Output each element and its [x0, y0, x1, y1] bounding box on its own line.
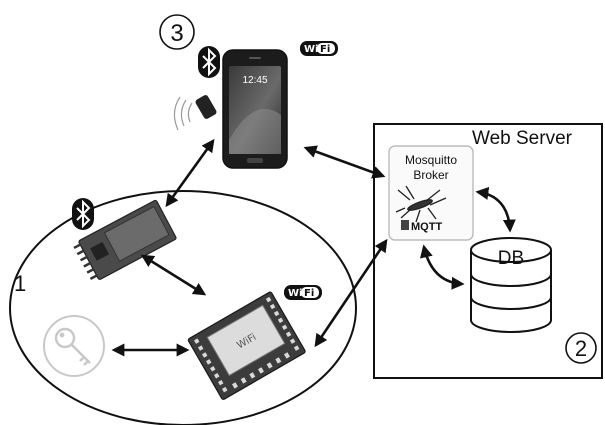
phone-marker-label: 3	[170, 20, 183, 47]
mosquito-icon	[395, 185, 447, 223]
smartphone: 12:45	[222, 49, 288, 169]
web-server-label: Web Server	[472, 128, 573, 149]
mqtt-logo-text: MQTT	[411, 221, 442, 233]
ble-group-marker: 1	[14, 271, 26, 296]
arrow-broker-to-db-bottom	[419, 244, 465, 290]
broker-label-line2: Broker	[413, 168, 448, 182]
wifi-logo-module-wi: Wi	[288, 288, 302, 299]
server-marker-label: 2	[575, 336, 587, 361]
wifi-logo-module-fi: Fi	[304, 288, 314, 299]
server-marker: 2	[565, 332, 597, 364]
connections	[111, 138, 516, 357]
phone-marker: 3	[159, 14, 195, 50]
mqtt-logo: MQTT	[401, 220, 442, 233]
arrow-bt-module-to-esp	[140, 254, 207, 296]
arrow-esp-to-broker	[314, 238, 388, 348]
arrow-phone-to-bt-module	[165, 138, 215, 208]
bluetooth-module	[73, 199, 177, 280]
nfc-reader-icon	[173, 95, 217, 131]
phone-clock: 12:45	[242, 75, 267, 86]
wifi-logo-module: Wi Fi	[284, 285, 322, 300]
wifi-logo-phone-fi: Fi	[320, 44, 330, 55]
arrow-phone-to-broker	[303, 145, 386, 179]
database-label: DB	[498, 248, 524, 269]
wifi-logo-phone: Wi Fi	[300, 41, 338, 56]
database-node: DB	[470, 237, 552, 333]
esp8266-wifi-module: WiFi	[187, 291, 306, 400]
mosquitto-broker-node: Mosquitto Broker MQTT	[388, 145, 474, 241]
arrow-broker-to-db-top	[475, 186, 516, 233]
bluetooth-icon-phone	[198, 46, 220, 78]
key-lock-icon	[43, 315, 105, 377]
local-device-group: 1	[9, 190, 357, 425]
broker-label-line1: Mosquitto	[405, 153, 457, 167]
wifi-logo-phone-wi: Wi	[304, 44, 318, 55]
bluetooth-icon-module	[72, 198, 94, 230]
